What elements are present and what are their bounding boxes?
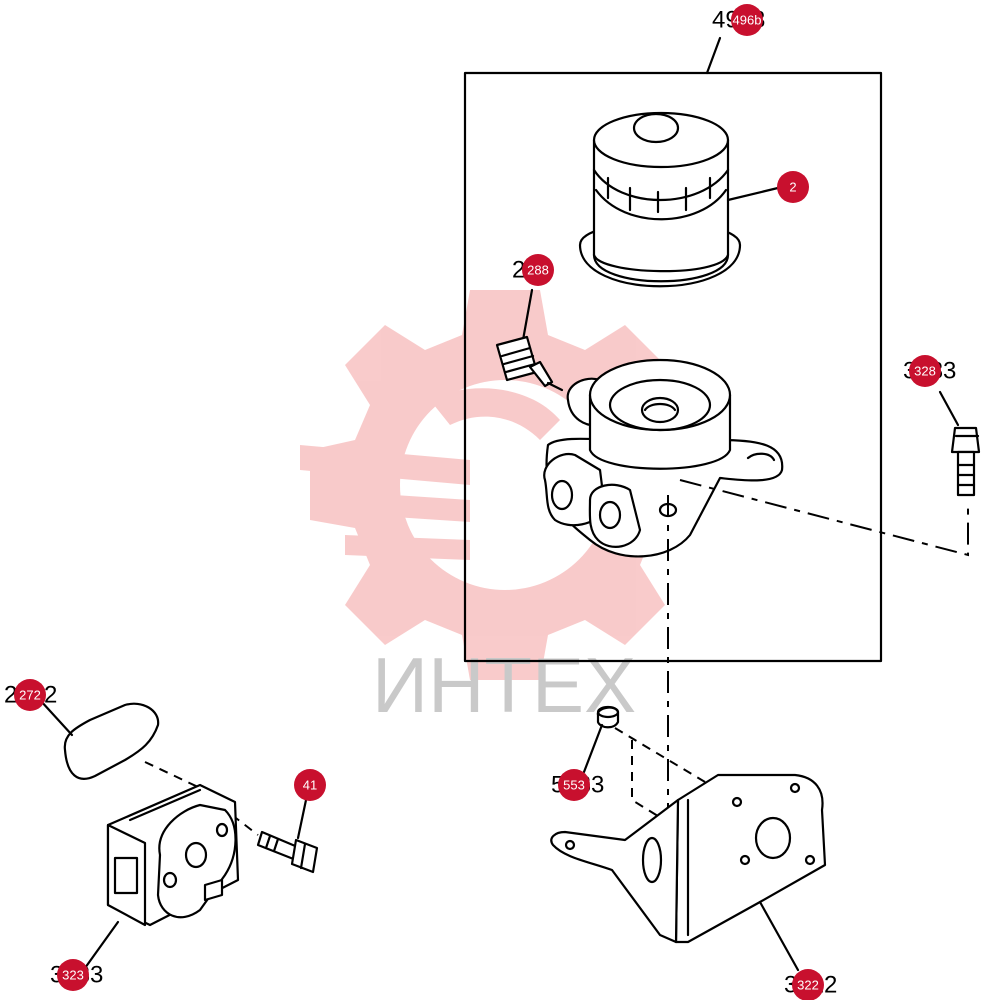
svg-text:322: 322: [797, 978, 819, 993]
callout-288[interactable]: 288 288: [512, 254, 554, 286]
flange-nut: [596, 705, 620, 729]
callout-41[interactable]: 41: [294, 769, 326, 801]
filter-head-housing: [543, 358, 784, 558]
adapter-block: [106, 783, 240, 927]
housing-bolt: [938, 390, 981, 497]
svg-text:328: 328: [914, 364, 936, 379]
mounting-bracket: [550, 773, 827, 944]
svg-text:553: 553: [563, 778, 585, 793]
callout-328[interactable]: 3283 328: [903, 355, 956, 387]
oil-filter-cartridge: [578, 111, 742, 288]
assembly-group-box: [463, 71, 883, 663]
svg-text:323: 323: [62, 968, 84, 983]
svg-text:272: 272: [19, 688, 41, 703]
flange-bolt: [256, 830, 319, 874]
oil-pressure-sensor: [495, 288, 564, 392]
gasket: [63, 702, 160, 780]
callout-2[interactable]: 2: [777, 171, 809, 203]
watermark-brand: ИНТЕХ: [372, 641, 636, 729]
svg-text:288: 288: [527, 263, 549, 278]
svg-text:2: 2: [789, 180, 796, 195]
callout-group-4963[interactable]: 4963 496b: [712, 4, 765, 36]
svg-text:41: 41: [303, 778, 317, 793]
callout-322[interactable]: 3222 322: [784, 969, 837, 1000]
svg-text:496b: 496b: [733, 13, 762, 28]
callout-272[interactable]: 2722 272: [4, 679, 57, 711]
